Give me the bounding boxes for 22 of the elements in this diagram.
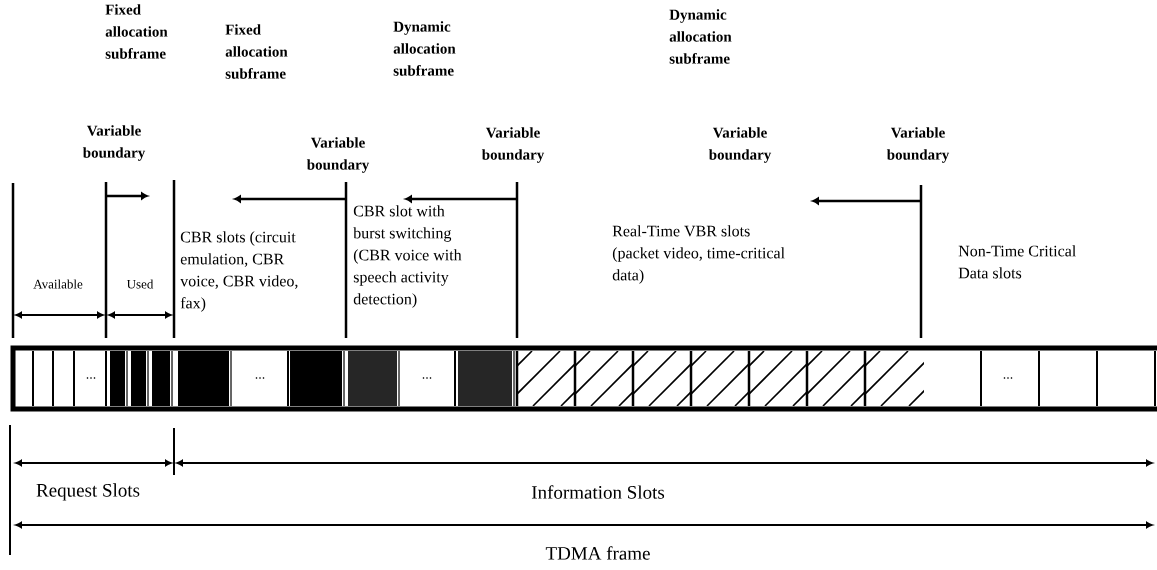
slot-description: Real-Time VBR slots (packet video, time-critical data) <box>612 225 785 284</box>
subframe-label: Fixed allocation subframe <box>225 24 288 79</box>
slot-description: CBR slot with burst switching (CBR voice with speech activity detection) <box>353 205 462 308</box>
boundary-label: Variable boundary <box>82 125 146 161</box>
boundary-label: Variable boundary <box>708 127 772 163</box>
dimension-label: Request Slots <box>36 483 140 501</box>
ellipsis: ... <box>422 377 432 379</box>
subframe-label: Dynamic allocation subframe <box>669 9 732 64</box>
subframe-label: Fixed allocation subframe <box>105 4 168 59</box>
dimension-label: Used <box>126 279 154 289</box>
slot-description: CBR slots (circuit emulation, CBR voice, CBR video, fax) <box>180 231 298 312</box>
ellipsis: ... <box>1003 377 1013 379</box>
slot-description: Non-Time Critical Data slots <box>958 245 1076 279</box>
boundary-label: Variable boundary <box>306 137 370 173</box>
ellipsis: ... <box>86 377 96 379</box>
ellipsis: ... <box>255 377 265 379</box>
dimension-label: TDMA frame <box>545 546 650 560</box>
boundary-label: Variable boundary <box>886 127 950 163</box>
dimension-label: Information Slots <box>531 485 665 499</box>
subframe-label: Dynamic allocation subframe <box>393 21 456 76</box>
boundary-label: Variable boundary <box>481 127 545 163</box>
dimension-label: Available <box>33 279 83 289</box>
